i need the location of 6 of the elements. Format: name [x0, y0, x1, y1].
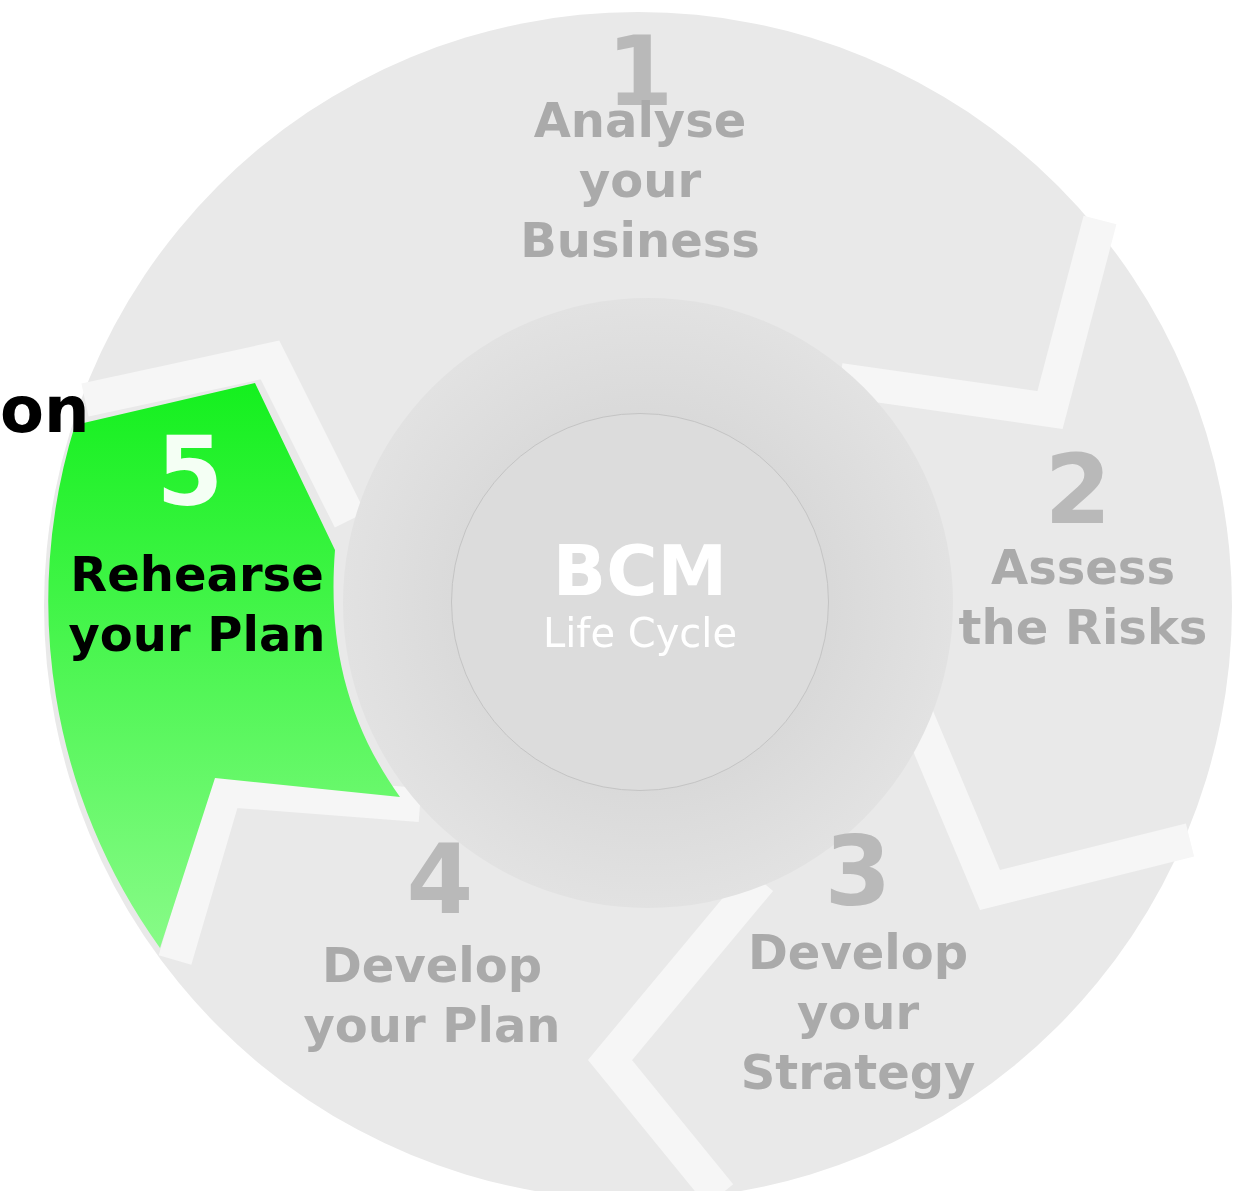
step-label: Rehearse your Plan — [67, 545, 327, 664]
step-label: Develop your Strategy — [739, 923, 977, 1102]
step-label: Assess the Risks — [957, 538, 1209, 657]
step-number: 5 — [156, 424, 224, 520]
step-label: Develop your Plan — [302, 936, 562, 1055]
partial-heading: on — [0, 372, 90, 448]
